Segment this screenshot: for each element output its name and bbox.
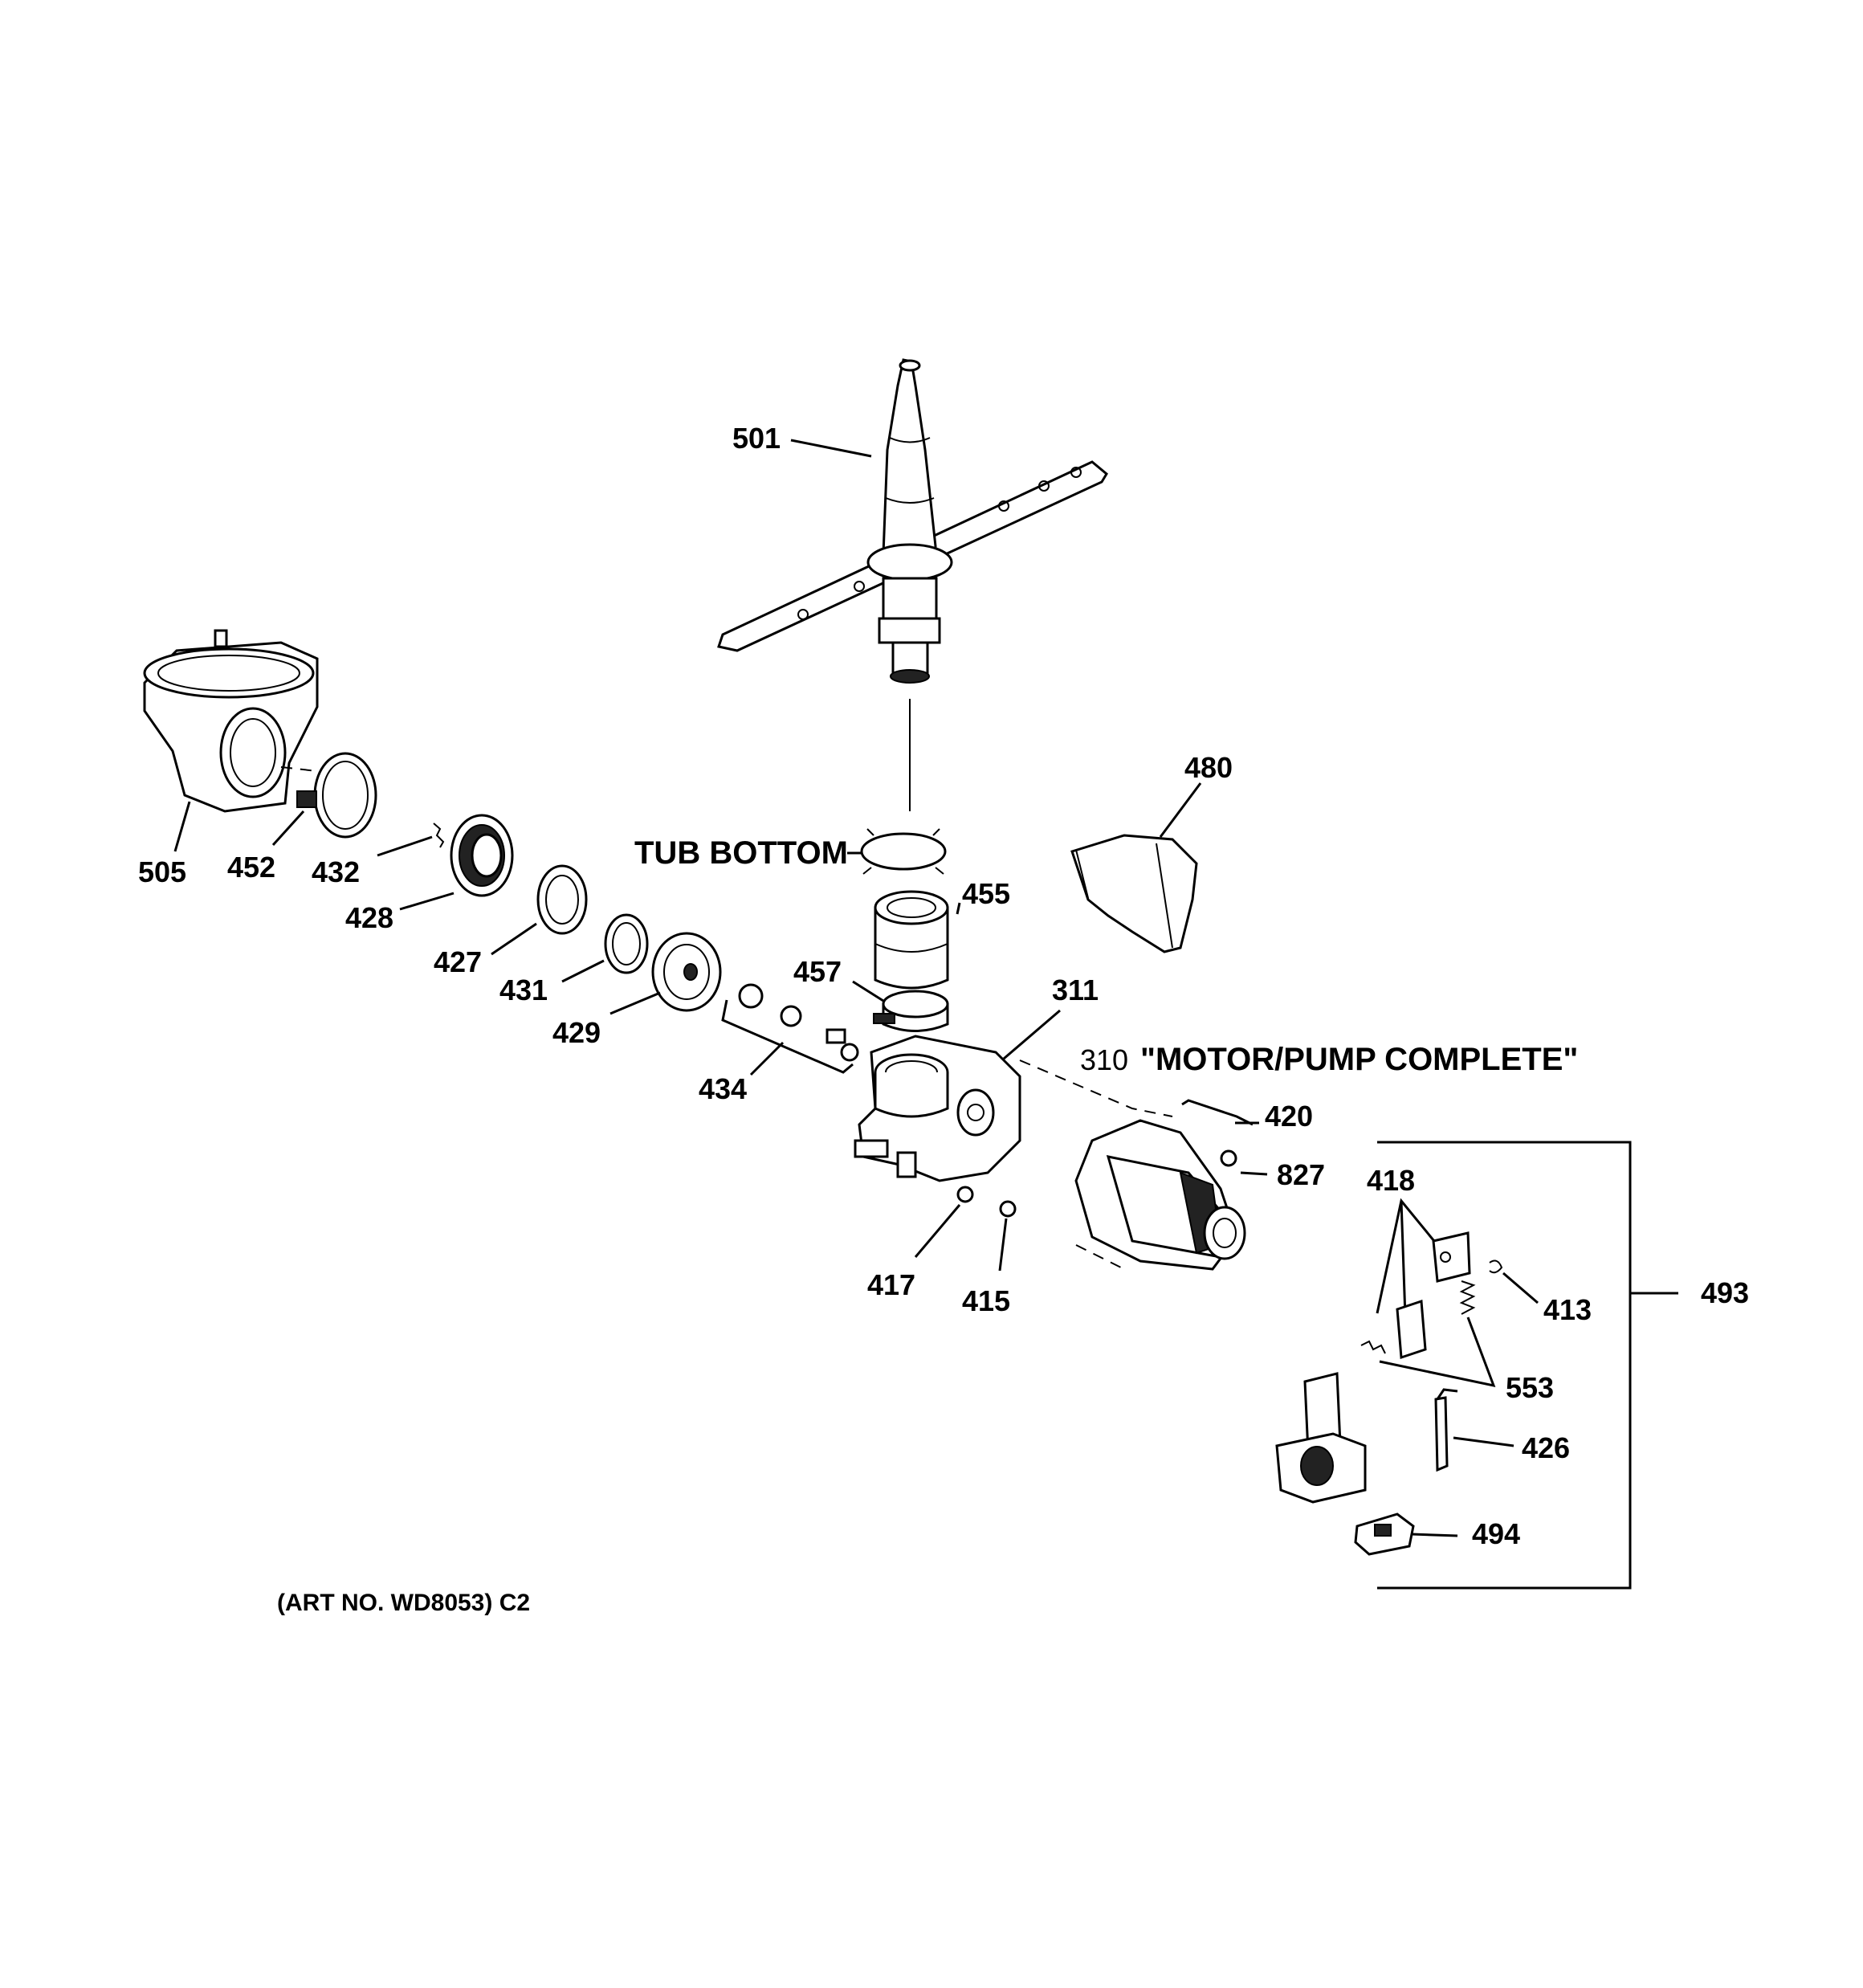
clip-413 (1489, 1259, 1503, 1274)
callout-428: 428 (345, 901, 393, 934)
leader-418 (1376, 1198, 1439, 1314)
solenoid-body (1275, 1372, 1367, 1504)
motor-pump-complete-label: "MOTOR/PUMP COMPLETE" (1140, 1042, 1578, 1077)
callout-413: 413 (1543, 1293, 1592, 1326)
solenoid-plate-418 (1360, 1231, 1471, 1360)
leader-494 (1411, 1533, 1458, 1537)
leader-827 (1240, 1171, 1268, 1176)
callout-494: 494 (1472, 1517, 1520, 1550)
leader-432 (377, 835, 433, 857)
plunger-426 (1434, 1388, 1458, 1472)
bracket-493 (1377, 1141, 1632, 1590)
leader-434 (749, 1041, 785, 1076)
leader-311 (1003, 1009, 1061, 1060)
callout-455: 455 (962, 877, 1010, 910)
callout-493: 493 (1701, 1276, 1749, 1309)
leader-415 (998, 1218, 1008, 1272)
leader-427 (491, 922, 537, 956)
callout-310: 310 (1080, 1043, 1128, 1076)
callout-415: 415 (962, 1284, 1010, 1317)
leader-431 (561, 959, 605, 983)
callout-420: 420 (1265, 1100, 1313, 1133)
washers-417-415 (956, 1186, 1017, 1218)
tub-bottom-label: TUB BOTTOM (634, 835, 848, 871)
leader-505 (173, 801, 191, 852)
screw-827 (1220, 1149, 1237, 1167)
callout-429: 429 (552, 1016, 601, 1049)
springs-553 (1459, 1280, 1476, 1315)
spray-arm-501 (717, 358, 1108, 811)
callout-417: 417 (867, 1268, 915, 1301)
ring-431 (604, 913, 649, 974)
leader-455 (956, 902, 961, 915)
callout-480: 480 (1184, 751, 1233, 784)
callout-426: 426 (1522, 1431, 1570, 1464)
coupling-455 (874, 890, 949, 990)
callout-457: 457 (793, 955, 842, 988)
leader-501 (790, 439, 872, 458)
shield-480 (1070, 834, 1198, 953)
callout-311: 311 (1052, 974, 1099, 1006)
callout-432: 432 (312, 855, 360, 888)
callout-505: 505 (138, 855, 186, 888)
ring-427 (536, 864, 588, 935)
latch-494 (1354, 1512, 1415, 1556)
seal-kit-434 (721, 983, 859, 1074)
callout-427: 427 (434, 945, 482, 978)
clip-420 (1181, 1099, 1254, 1126)
callout-827: 827 (1277, 1158, 1325, 1191)
tub-bottom-gasket (860, 828, 947, 875)
leader-553 (1379, 1316, 1496, 1388)
clamp-457 (873, 990, 949, 1032)
motor-310 (1019, 1059, 1246, 1271)
leader-452 (271, 810, 305, 847)
pump-housing-311 (854, 1035, 1021, 1182)
leader-457 (852, 980, 884, 1002)
callout-418: 418 (1367, 1164, 1415, 1197)
leader-417 (914, 1204, 961, 1258)
callout-501: 501 (732, 422, 781, 455)
filter-wheel-428 (433, 814, 514, 897)
leader-480 (1159, 782, 1202, 838)
leader-429 (609, 991, 661, 1015)
leader-418-b (1400, 1200, 1407, 1318)
clamp-ring-452-432 (280, 752, 377, 839)
leader-413 (1502, 1272, 1539, 1304)
callout-452: 452 (227, 851, 275, 884)
sump-housing-505 (143, 629, 319, 813)
callout-434: 434 (699, 1072, 747, 1105)
callout-431: 431 (499, 974, 548, 1006)
callout-553: 553 (1506, 1371, 1554, 1404)
impeller-429 (651, 932, 722, 1012)
leader-426 (1453, 1436, 1514, 1447)
leader-428 (399, 892, 455, 911)
art-number: (ART NO. WD8053) C2 (277, 1590, 530, 1616)
